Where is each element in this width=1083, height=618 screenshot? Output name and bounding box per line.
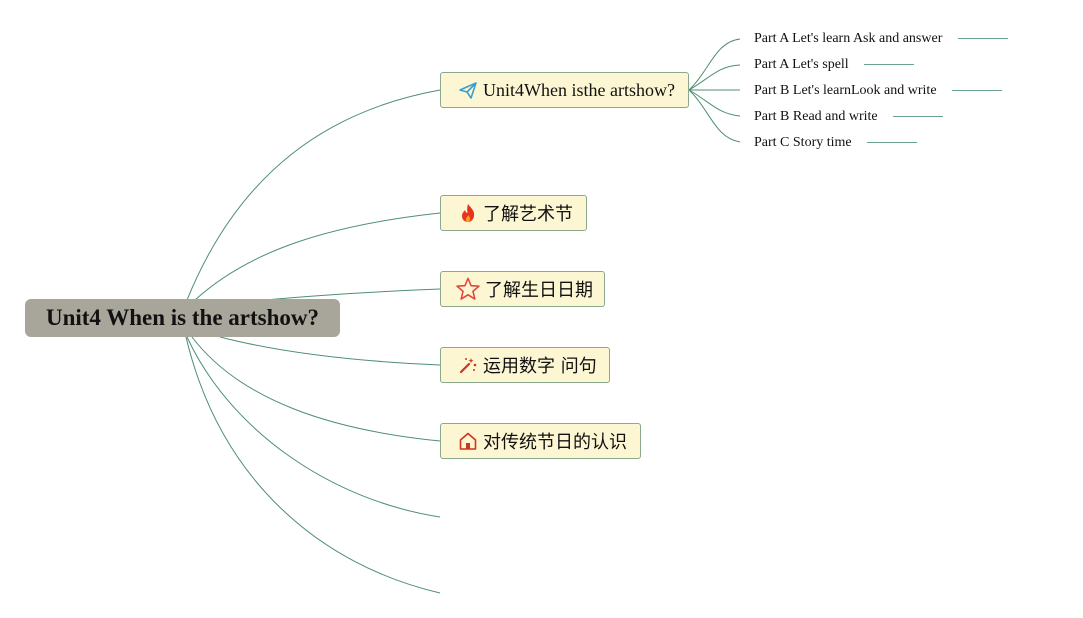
connector-topic-sub-4 bbox=[688, 89, 741, 117]
connector-root-topic-5 bbox=[191, 336, 441, 442]
topic-label: 对传统节日的认识 bbox=[483, 432, 627, 453]
subtopic-part-c-story[interactable]: Part C Story time bbox=[754, 135, 852, 150]
topic-label: 了解艺术节 bbox=[483, 204, 573, 225]
subtopic-underline bbox=[958, 38, 1008, 39]
topic-number-questions[interactable]: 运用数字 问句 bbox=[440, 347, 610, 383]
connector-topic-sub-2 bbox=[688, 64, 741, 91]
subtopic-part-a-learn[interactable]: Part A Let's learn Ask and answer bbox=[754, 31, 943, 46]
connector-root-topic-1 bbox=[186, 89, 441, 301]
connector-topic-sub-5 bbox=[688, 89, 741, 143]
connector-root-topic-2 bbox=[194, 212, 441, 301]
subtopic-underline bbox=[867, 142, 917, 143]
house-icon bbox=[457, 430, 479, 452]
root-topic[interactable]: Unit4 When is the artshow? bbox=[25, 299, 340, 337]
subtopic-underline bbox=[952, 90, 1002, 91]
connector-root-topic-4 bbox=[219, 336, 441, 366]
magic-wand-icon bbox=[457, 354, 479, 376]
topic-traditional-festivals[interactable]: 对传统节日的认识 bbox=[440, 423, 641, 459]
topic-unit4[interactable]: Unit4When isthe artshow? bbox=[440, 72, 689, 108]
subtopic-part-b-learn[interactable]: Part B Let's learnLook and write bbox=[754, 83, 937, 98]
paper-plane-icon bbox=[457, 79, 479, 101]
fire-icon bbox=[457, 202, 479, 224]
connector-topic-sub-1 bbox=[688, 38, 741, 91]
connector-root-topic-3 bbox=[264, 288, 441, 301]
topic-label: Unit4When isthe artshow? bbox=[483, 79, 675, 100]
connector-root-empty-1 bbox=[186, 336, 441, 518]
connector-root-empty-2 bbox=[185, 336, 441, 594]
topic-art-festival[interactable]: 了解艺术节 bbox=[440, 195, 587, 231]
topic-label: 运用数字 问句 bbox=[483, 356, 597, 377]
subtopic-part-a-spell[interactable]: Part A Let's spell bbox=[754, 57, 849, 72]
star-icon bbox=[455, 277, 481, 300]
subtopic-underline bbox=[893, 116, 943, 117]
subtopic-part-b-read[interactable]: Part B Read and write bbox=[754, 109, 878, 124]
topic-birthday-dates[interactable]: 了解生日日期 bbox=[440, 271, 605, 307]
subtopic-underline bbox=[864, 64, 914, 65]
topic-label: 了解生日日期 bbox=[485, 280, 593, 301]
